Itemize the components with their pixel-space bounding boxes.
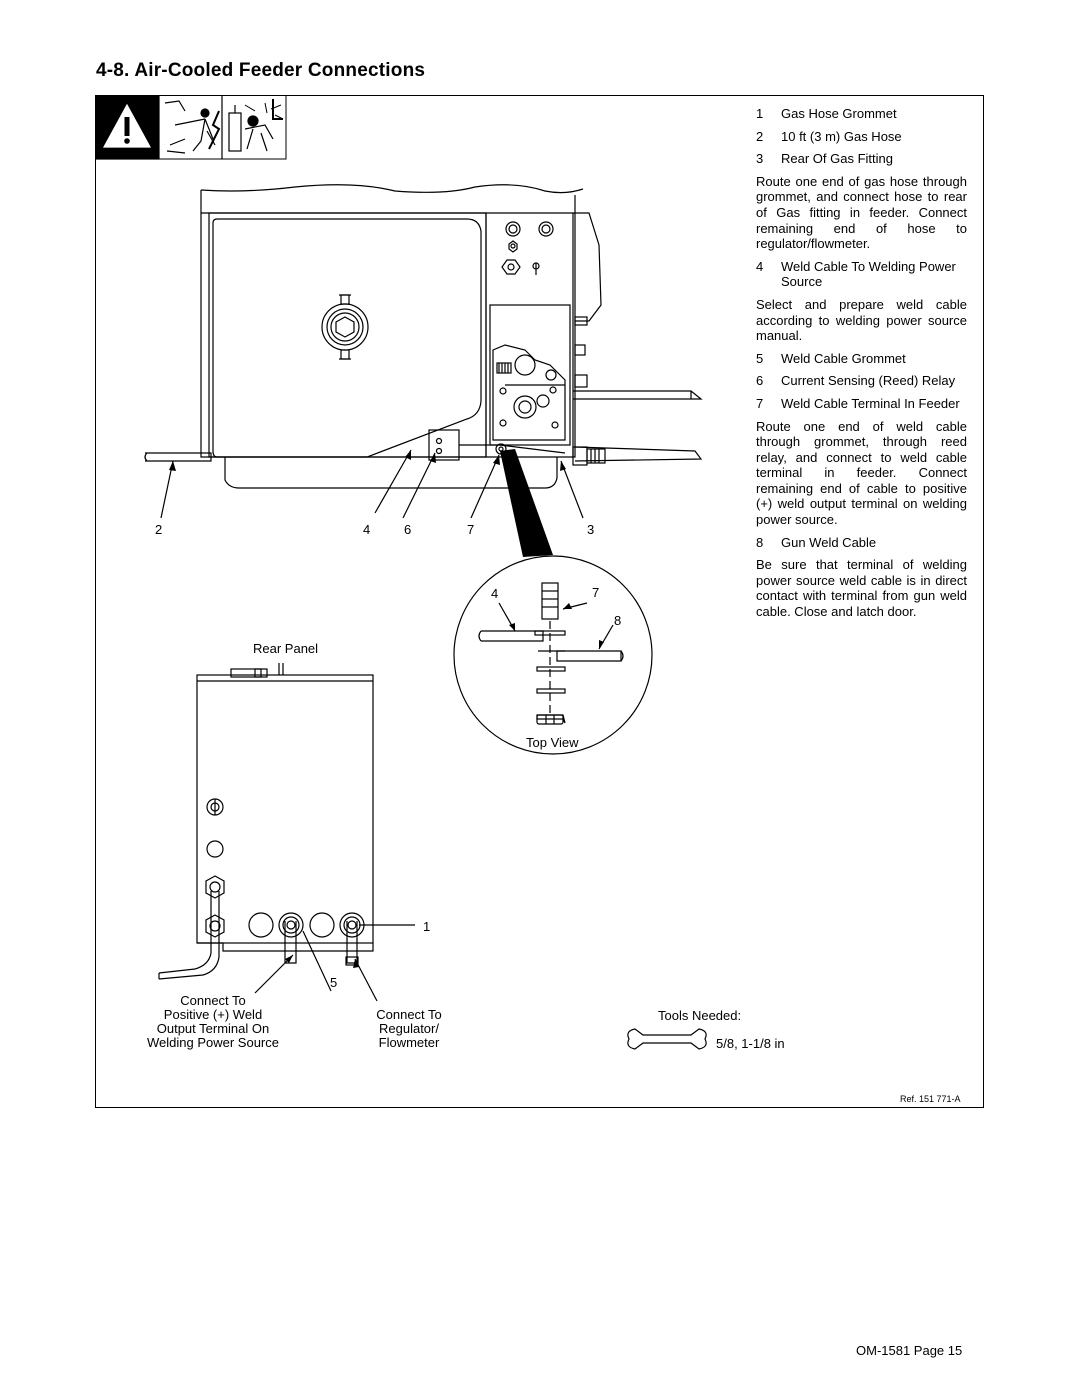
connection-diagram [95, 95, 707, 1050]
reference-number: Ref. 151 771-A [900, 1094, 961, 1104]
callout-2: 2 [155, 522, 163, 537]
connect-positive-note: Connect To Positive (+) Weld Output Term… [147, 993, 279, 1050]
weld-cable-route-instructions: Route one end of weld cable through grom… [756, 418, 967, 528]
topview-callout-7: 7 [592, 585, 600, 600]
tools-needed-heading: Tools Needed: [658, 1008, 742, 1023]
top-view-detail [453, 555, 653, 755]
rear-callout-1: 1 [423, 919, 431, 934]
page-footer: OM-1581 Page 15 [856, 1343, 963, 1358]
callout-7: 7 [467, 522, 475, 537]
callout-3: 3 [587, 522, 595, 537]
figure-frame [95, 95, 984, 1108]
weld-cable-prep-instructions: Select and prepare weld cable according … [756, 296, 967, 344]
section-title: 4-8. Air-Cooled Feeder Connections [96, 60, 426, 81]
rear-panel [158, 663, 415, 1002]
rear-callout-5: 5 [330, 975, 338, 990]
callout-4: 4 [363, 522, 371, 537]
top-view-label: Top View [526, 735, 579, 750]
warning-symbols [95, 95, 287, 160]
topview-callout-8: 8 [614, 613, 622, 628]
wrench-icon [627, 1028, 707, 1050]
callout-6: 6 [404, 522, 412, 537]
topview-callout-4: 4 [491, 586, 499, 601]
terminal-contact-instructions: Be sure that terminal of welding power s… [756, 557, 967, 620]
connect-regulator-note: Connect To Regulator/ Flowmeter [376, 1007, 442, 1050]
rear-panel-label: Rear Panel [253, 641, 319, 656]
gas-hose-instructions: Route one end of gas hose through gromme… [756, 173, 967, 252]
tools-sizes: 5/8, 1-1/8 in [716, 1036, 785, 1051]
feeder-side-view [144, 184, 703, 519]
